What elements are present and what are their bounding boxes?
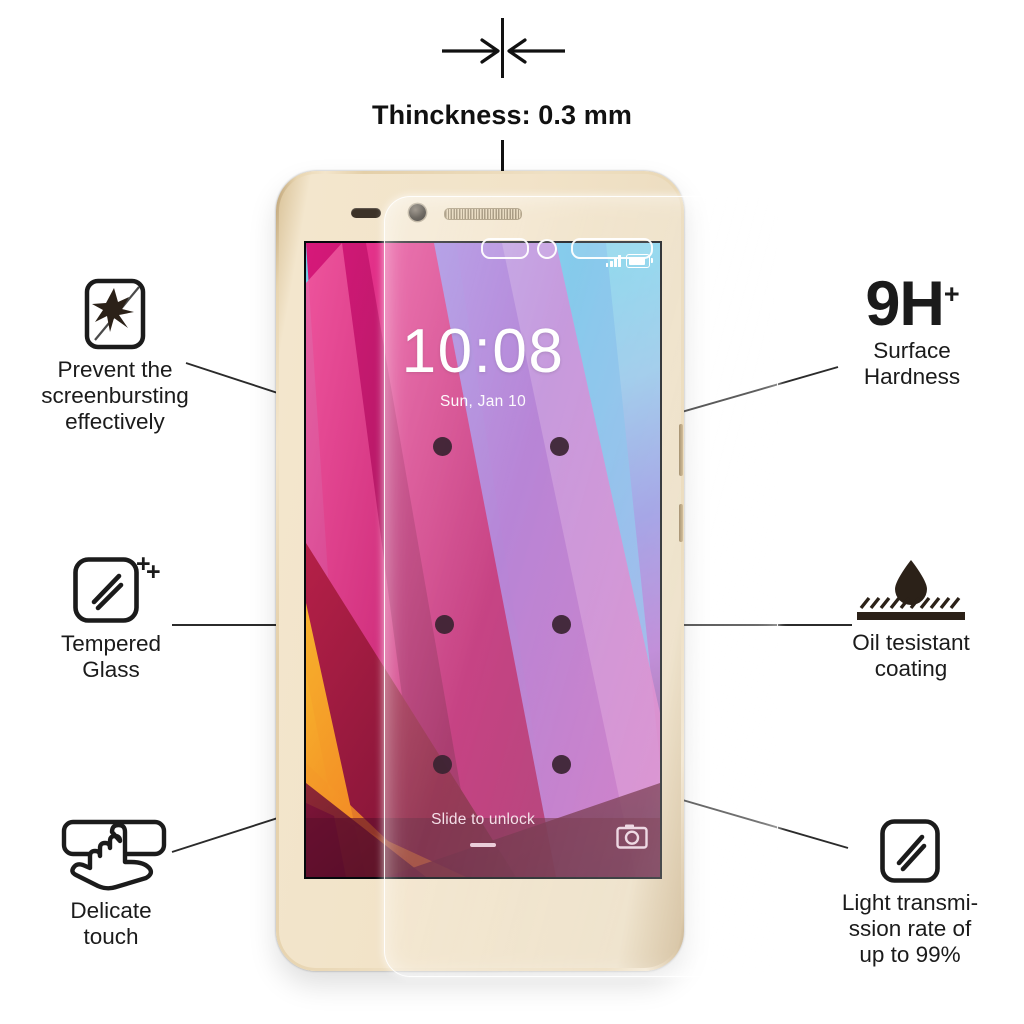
feature-delicate-touch: Delicate touch: [0, 818, 222, 950]
volume-rocker-icon[interactable]: [679, 424, 683, 476]
feature-caption: Light transmi- ssion rate of up to 99%: [841, 890, 979, 968]
tempered-glass-protector-sheet: [384, 196, 778, 977]
dot-touch: [433, 755, 452, 774]
vertical-guide-line-bottom: [501, 140, 504, 176]
hardness-value: 9H: [865, 269, 945, 339]
wallpaper-ribbons: [306, 243, 660, 877]
glass-sheet-icon: [880, 819, 940, 883]
power-button-icon[interactable]: [679, 504, 683, 542]
proximity-cutout: [571, 238, 653, 259]
dot-tempered: [435, 615, 454, 634]
phone-device: 10:08 Sun, Jan 10 Slide to unlock: [276, 171, 684, 971]
cracked-screen-icon: [84, 278, 146, 350]
glass-sheet-icon: [73, 557, 139, 623]
dot-prevent: [433, 437, 452, 456]
feature-caption: Tempered Glass: [60, 631, 162, 683]
feature-tempered-glass: + + Tempered Glass: [0, 552, 222, 683]
oil-droplet-coating-icon: [857, 560, 965, 620]
lockscreen-date: Sun, Jan 10: [306, 393, 660, 411]
battery-icon: [626, 254, 654, 268]
plus-badge-1: +: [136, 550, 151, 578]
phone-screen: 10:08 Sun, Jan 10 Slide to unlock: [304, 241, 662, 879]
phone-body-inner: 10:08 Sun, Jan 10 Slide to unlock: [279, 174, 683, 968]
feature-caption: Surface Hardness: [863, 337, 961, 390]
lockscreen-clock: 10:08: [306, 321, 660, 383]
thickness-label: Thinckness: 0.3 mm: [372, 100, 632, 130]
arrow-right-icon: [442, 38, 500, 64]
signal-bars-icon: [605, 255, 621, 267]
plus-badge-2: +: [146, 558, 161, 586]
arrow-left-icon: [507, 38, 565, 64]
slide-to-unlock-label[interactable]: Slide to unlock: [306, 811, 660, 829]
proximity-sensor-icon: [351, 208, 381, 218]
earpiece-speaker-icon: [444, 208, 522, 220]
feature-light-transmission: Light transmi- ssion rate of up to 99%: [796, 818, 1024, 968]
status-bar: [605, 254, 654, 268]
hardness-plus: +: [943, 279, 960, 309]
feature-surface-hardness: 9H+ Surface Hardness: [800, 273, 1024, 390]
earpiece-cutout: [481, 238, 529, 259]
feature-caption: Oil tesistant coating: [852, 630, 970, 682]
home-indicator-bar: [470, 843, 496, 847]
feature-prevent-screen-bursting: Prevent the screenbursting effectively: [0, 278, 230, 435]
front-camera-cutout: [537, 239, 557, 259]
hand-touch-icon: [61, 819, 167, 891]
feature-oil-resistant-coating: Oil tesistant coating: [798, 558, 1024, 682]
thickness-callout: Thinckness: 0.3 mm: [0, 0, 1024, 176]
hardness-9h-icon: 9H+: [800, 273, 1024, 336]
front-camera-icon: [409, 204, 426, 221]
feature-caption: Delicate touch: [70, 898, 152, 950]
screen-content: 10:08 Sun, Jan 10 Slide to unlock: [306, 243, 660, 877]
feature-caption: Prevent the screenbursting effectively: [41, 357, 189, 435]
dot-oil: [552, 615, 571, 634]
vertical-guide-line-top: [501, 18, 504, 78]
dot-light: [552, 755, 571, 774]
camera-icon[interactable]: [616, 823, 648, 849]
dot-hardness: [550, 437, 569, 456]
